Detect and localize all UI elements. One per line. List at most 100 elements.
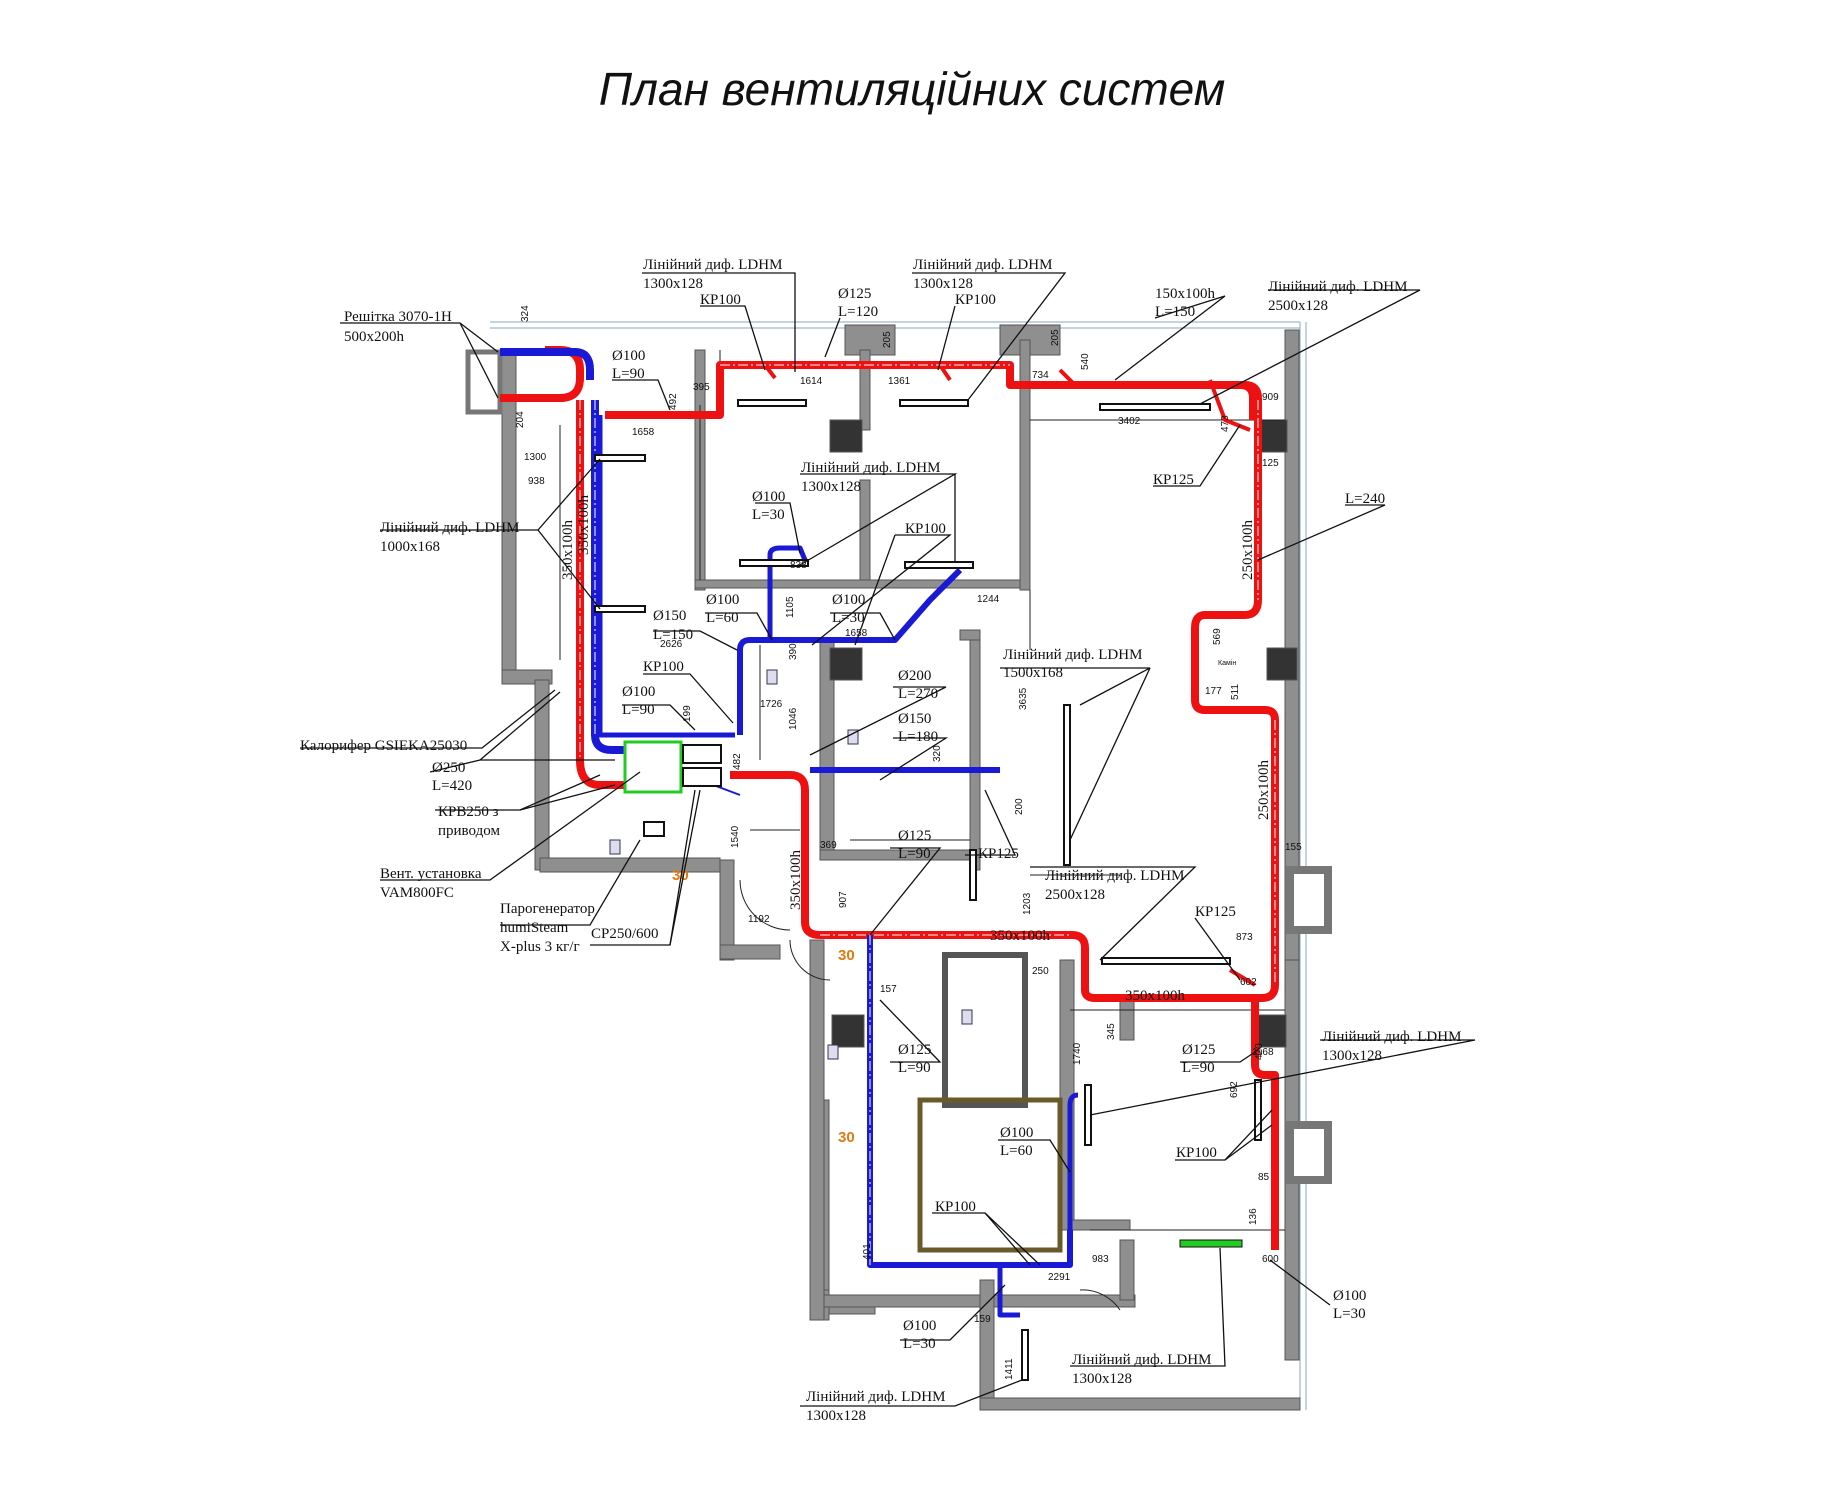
plan-text-52: 602 bbox=[1240, 977, 1257, 988]
plan-text-74: L=120 bbox=[838, 304, 878, 320]
d100-60-b-label: Ø100 bbox=[1000, 1125, 1033, 1141]
plan-text-20: 395 bbox=[693, 382, 710, 393]
plan-text-72: 1300x128 bbox=[913, 276, 973, 292]
d150-150-label: Ø150 bbox=[653, 608, 686, 624]
plan-text-68: 500x200h bbox=[344, 329, 405, 345]
leader-lines bbox=[300, 272, 1476, 1407]
plan-text-46: 200 bbox=[1014, 798, 1025, 815]
plan-text-13: 1361 bbox=[888, 376, 911, 387]
plan-text-22: 1300 bbox=[524, 452, 547, 463]
plan-text-102: L=180 bbox=[898, 729, 938, 745]
cp250-label: СР250/600 bbox=[591, 926, 659, 942]
plan-text-70: 1300x128 bbox=[643, 276, 703, 292]
plan-text-80: 2500x128 bbox=[1268, 298, 1328, 314]
plan-text-16: 734 bbox=[1032, 370, 1049, 381]
d100-90-a-label: Ø100 bbox=[612, 348, 645, 364]
d100-90-b-label: Ø100 bbox=[622, 684, 655, 700]
green-diffuser-bottom bbox=[1179, 1239, 1243, 1248]
plan-text-14: 205 bbox=[882, 331, 893, 348]
d150-180-label: Ø150 bbox=[898, 711, 931, 727]
plan-text-120: L=90 bbox=[898, 846, 931, 862]
duct-labels: 350x100h 350x100h 250x100h 250x100h 350x… bbox=[560, 495, 1272, 1005]
plan-text-37: 482 bbox=[732, 753, 743, 770]
plan-text-17: 540 bbox=[1080, 353, 1091, 370]
d125-90-b-label: Ø125 bbox=[898, 1042, 931, 1058]
duct-350-vert: 350x100h bbox=[788, 850, 804, 911]
plan-text-64: 983 bbox=[1092, 1254, 1109, 1265]
d100-30-c-label: Ø100 bbox=[903, 1318, 936, 1334]
plan-text-45: 369 bbox=[820, 840, 837, 851]
plan-text-40: 569 bbox=[1212, 628, 1223, 645]
duct-350-left1: 350x100h bbox=[560, 520, 576, 581]
plan-text-11: 324 bbox=[520, 305, 531, 322]
callouts: Решітка 3070-1Н 500x200h Лінійний диф. L… bbox=[300, 257, 1461, 1424]
plan-text-10: 30 bbox=[838, 1129, 855, 1146]
walls bbox=[465, 321, 1332, 1411]
plan-text-23: 938 bbox=[528, 476, 545, 487]
humidifier-label: Парогенератор bbox=[500, 901, 595, 917]
duct-350-left2: 350x100h bbox=[576, 495, 592, 556]
kp100-a-label: КР100 bbox=[700, 292, 741, 308]
plan-text-129: 1300x128 bbox=[1322, 1048, 1382, 1064]
plan-text-90: L=30 bbox=[752, 507, 785, 523]
plan-text-58: 692 bbox=[1229, 1081, 1240, 1098]
plan-text-49: 1203 bbox=[1022, 892, 1033, 915]
kp100-e-label: КР100 bbox=[1176, 1145, 1217, 1161]
plan-text-54: 1740 bbox=[1072, 1042, 1083, 1065]
plan-text-60: 136 bbox=[1248, 1208, 1259, 1225]
ld-j-label: Лінійний диф. LDHM bbox=[806, 1389, 945, 1405]
d100-60-a-label: Ø100 bbox=[706, 592, 739, 608]
plan-text-131: L=60 bbox=[1000, 1143, 1033, 1159]
plan-text-26: 473 bbox=[1220, 415, 1231, 432]
duct-350-bottom: 350x100h bbox=[1125, 988, 1186, 1004]
vent-unit-box bbox=[623, 740, 683, 794]
krv-box bbox=[682, 767, 722, 787]
plan-text-82: L=90 bbox=[612, 366, 645, 382]
plan-text-41: 177 bbox=[1205, 686, 1222, 697]
plan-text-93: L=60 bbox=[706, 610, 739, 626]
duct-350-mid: 350x100h bbox=[990, 928, 1051, 944]
kp100-c-label: КР100 bbox=[905, 521, 946, 537]
plan-text-24: 204 bbox=[515, 411, 526, 428]
plan-text-35: 1046 bbox=[788, 707, 799, 730]
plan-text-42: 511 bbox=[1230, 684, 1241, 700]
plan-text-78: L=150 bbox=[1155, 304, 1195, 320]
plan-text-63: 2291 bbox=[1048, 1272, 1071, 1283]
plan-text-95: L=30 bbox=[832, 610, 865, 626]
plan-text-34: 1726 bbox=[760, 699, 783, 710]
plan-text-18: 3402 bbox=[1118, 416, 1141, 427]
plan-text-137: L=30 bbox=[1333, 1306, 1366, 1322]
plan-text-28: 838 bbox=[790, 560, 807, 571]
grille-label: Решітка 3070-1Н bbox=[344, 309, 452, 325]
ld-e-label: Лінійний диф. LDHM bbox=[801, 460, 940, 476]
plan-text-29: 1105 bbox=[785, 596, 796, 618]
plan-text-19: 909 bbox=[1262, 392, 1279, 403]
duct-250-right2: 250x100h bbox=[1256, 760, 1272, 821]
plan-text-59: 85 bbox=[1258, 1172, 1270, 1183]
plan-text-88: 1300x128 bbox=[801, 479, 861, 495]
plan-text-43: 155 bbox=[1285, 842, 1302, 853]
plan-text-97: L=150 bbox=[653, 627, 693, 643]
plan-text-12: 1614 bbox=[800, 376, 823, 387]
d125-120-label: Ø125 bbox=[838, 286, 871, 302]
plan-text-111: приводом bbox=[438, 823, 500, 839]
krv250-label: КРВ250 з bbox=[438, 804, 499, 820]
equipment: Камін bbox=[623, 659, 1243, 1248]
calorifer-box bbox=[682, 744, 722, 764]
ld-c-label: Лінійний диф. LDHM bbox=[1268, 279, 1407, 295]
plan-text-86: 1000x168 bbox=[380, 539, 440, 555]
plan-text-127: L=90 bbox=[1182, 1060, 1215, 1076]
plan-text-33: 2626 bbox=[660, 639, 683, 650]
duct-250-right1: 250x100h bbox=[1240, 520, 1256, 581]
d125-90-c-label: Ø125 bbox=[1182, 1042, 1215, 1058]
plan-text-27: 125 bbox=[1262, 458, 1279, 469]
plan-text-50: 873 bbox=[1236, 932, 1253, 943]
plan-text-141: 1300x128 bbox=[806, 1408, 866, 1424]
kp125-a-label: КР125 bbox=[1153, 472, 1194, 488]
vent-unit-label: Вент. установка bbox=[380, 866, 482, 882]
plan-text-65: 159 bbox=[974, 1314, 991, 1325]
plan-text-39: 3635 bbox=[1018, 687, 1029, 710]
plan-text-36: 199 bbox=[682, 705, 693, 722]
plan-text-113: VAM800FC bbox=[380, 885, 454, 901]
